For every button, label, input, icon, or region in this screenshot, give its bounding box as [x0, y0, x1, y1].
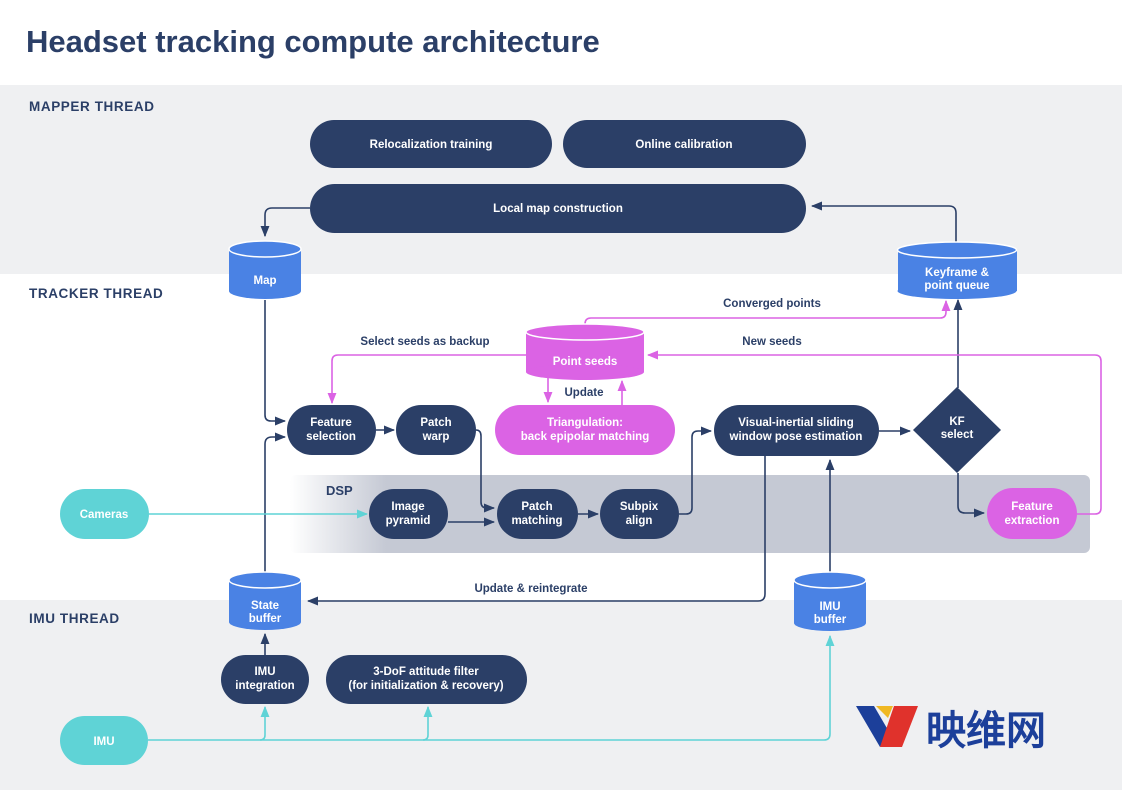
node-subpix-align: Subpix align	[600, 489, 679, 539]
svg-text:selection: selection	[306, 431, 356, 443]
svg-text:Patch: Patch	[521, 501, 552, 513]
page-title: Headset tracking compute architecture	[26, 24, 600, 59]
label-converged-points: Converged points	[723, 298, 821, 310]
node-state-buffer: State buffer	[228, 571, 302, 630]
edge-imu-to-imu-integration	[259, 705, 270, 741]
imu-thread-label: IMU THREAD	[29, 611, 120, 626]
svg-text:(for initialization & recovery: (for initialization & recovery)	[348, 680, 503, 692]
edge-subpix-to-vio	[679, 426, 713, 515]
edge-seeds-to-keyframe	[584, 299, 951, 328]
edge-imu-to-imu-buffer	[148, 634, 835, 741]
svg-text:buffer: buffer	[249, 613, 282, 625]
node-point-seeds: Point seeds	[525, 323, 645, 380]
svg-text:Point seeds: Point seeds	[553, 356, 618, 368]
svg-text:Feature: Feature	[1011, 501, 1053, 513]
node-online-calibration: Online calibration	[563, 120, 806, 168]
svg-text:back epipolar matching: back epipolar matching	[521, 431, 649, 443]
node-image-pyramid: Image pyramid	[369, 489, 448, 539]
svg-text:buffer: buffer	[814, 614, 847, 626]
svg-text:extraction: extraction	[1005, 515, 1060, 527]
edge-localmap-to-map	[260, 207, 310, 238]
svg-text:Feature: Feature	[310, 417, 352, 429]
edge-imu-to-attitude-filter	[422, 705, 433, 741]
tracker-thread-label: TRACKER THREAD	[29, 286, 163, 301]
svg-text:window pose estimation: window pose estimation	[729, 431, 863, 443]
label-update: Update	[565, 387, 604, 399]
node-imu-integration: IMU integration	[221, 655, 309, 704]
label-update-reintegrate: Update & reintegrate	[474, 583, 587, 595]
svg-text:IMU: IMU	[254, 666, 275, 678]
node-keyframe-point-queue: Keyframe & point queue	[896, 241, 1018, 299]
node-vio-pose-estimation: Visual-inertial sliding window pose esti…	[714, 405, 879, 456]
node-cameras: Cameras	[60, 489, 149, 539]
edge-feature-extraction-to-seeds	[646, 350, 1102, 515]
label-select-seeds: Select seeds as backup	[360, 336, 489, 348]
edge-vio-to-state-buffer	[306, 456, 766, 606]
svg-text:point queue: point queue	[924, 280, 989, 292]
svg-text:select: select	[941, 429, 974, 441]
edge-keyframe-to-localmap	[810, 201, 957, 245]
svg-text:Patch: Patch	[420, 417, 451, 429]
svg-text:IMU: IMU	[819, 601, 840, 613]
dsp-label: DSP	[326, 483, 353, 498]
imu-band	[0, 600, 1122, 790]
svg-text:Local map construction: Local map construction	[493, 203, 623, 215]
edge-map-to-feature-selection	[264, 300, 287, 426]
svg-text:matching: matching	[511, 515, 562, 527]
svg-text:pyramid: pyramid	[386, 515, 431, 527]
node-kf-select: KF select	[913, 387, 1001, 473]
brand-logo-text: 映维网	[926, 709, 1046, 753]
svg-text:Subpix: Subpix	[620, 501, 659, 513]
node-map-database: Map	[228, 240, 302, 299]
svg-text:align: align	[626, 515, 653, 527]
node-feature-extraction: Feature extraction	[987, 488, 1077, 539]
edge-seeds-to-feature-selection	[327, 354, 527, 405]
node-attitude-filter: 3-DoF attitude filter (for initializatio…	[326, 655, 527, 704]
node-triangulation: Triangulation: back epipolar matching	[495, 405, 675, 455]
node-local-map-construction: Local map construction	[310, 184, 806, 233]
svg-text:Triangulation:: Triangulation:	[547, 417, 623, 429]
node-patch-warp: Patch warp	[396, 405, 476, 455]
edge-state-buffer-to-feature-selection	[264, 432, 287, 573]
svg-text:State: State	[251, 600, 279, 612]
node-relocalization-training: Relocalization training	[310, 120, 552, 168]
dsp-region	[290, 475, 1090, 553]
svg-text:Map: Map	[254, 275, 277, 287]
node-imu: IMU	[60, 716, 148, 765]
node-feature-selection: Feature selection	[287, 405, 376, 455]
node-patch-matching: Patch matching	[497, 489, 578, 539]
label-new-seeds: New seeds	[742, 336, 801, 348]
svg-text:Keyframe &: Keyframe &	[925, 267, 989, 279]
svg-text:IMU: IMU	[93, 736, 114, 748]
svg-text:Cameras: Cameras	[80, 509, 129, 521]
svg-text:Online calibration: Online calibration	[635, 139, 732, 151]
svg-text:integration: integration	[235, 680, 294, 692]
svg-text:Image: Image	[391, 501, 424, 513]
mapper-thread-label: MAPPER THREAD	[29, 99, 155, 114]
svg-text:KF: KF	[949, 416, 964, 428]
brand-logo: 映维网	[856, 706, 1046, 753]
svg-text:Relocalization training: Relocalization training	[370, 139, 493, 151]
svg-text:warp: warp	[422, 431, 450, 443]
node-imu-buffer: IMU buffer	[793, 571, 867, 631]
svg-text:Visual-inertial sliding: Visual-inertial sliding	[738, 417, 853, 429]
edge-kf-select-to-feature-extraction	[957, 473, 986, 518]
svg-text:3-DoF attitude filter: 3-DoF attitude filter	[373, 666, 479, 678]
edge-patch-warp-to-patch-matching	[475, 429, 496, 513]
